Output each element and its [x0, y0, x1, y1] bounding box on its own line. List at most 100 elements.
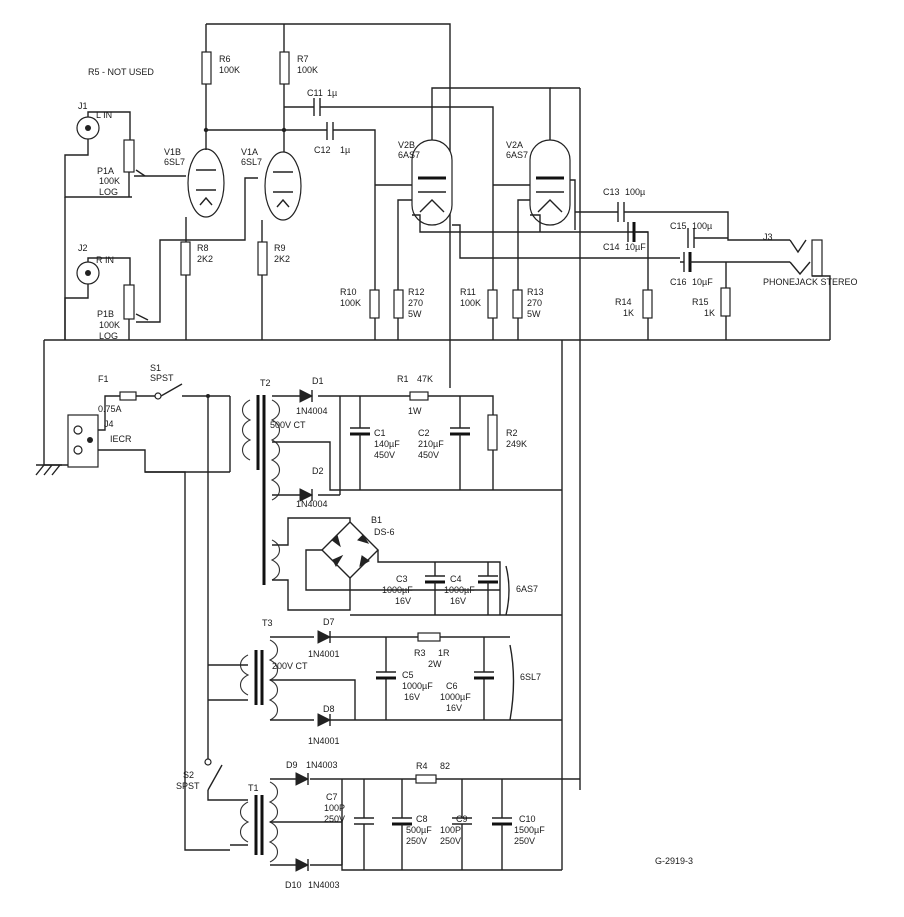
capacitor-c13: C13 100µ [603, 187, 645, 222]
c3-voltage: 16V [395, 596, 411, 606]
j2-ref: J2 [78, 243, 88, 253]
f1-rating: 0.75A [98, 404, 122, 414]
capacitor-c11: C11 1µ [307, 88, 337, 116]
p1b-value: 100K [99, 320, 120, 330]
j4-label: IECR [110, 434, 132, 444]
diode-d8: D8 1N4001 [308, 704, 340, 746]
d7-part: 1N4001 [308, 649, 340, 659]
c4-voltage: 16V [450, 596, 466, 606]
c6-ref: C6 [446, 681, 458, 691]
c12-value: 1µ [340, 145, 350, 155]
d8-ref: D8 [323, 704, 335, 714]
r12-ref: R12 [408, 287, 425, 297]
s2-type: SPST [176, 781, 200, 791]
resistor-r2: R2 249K [487, 414, 527, 451]
r1-value: 47K [417, 374, 433, 384]
capacitor-c12: C12 1µ [314, 122, 350, 155]
switch-s2: S2 SPST [176, 758, 223, 791]
r1-ref: R1 [397, 374, 409, 384]
v2b-ref: V2B [398, 140, 415, 150]
drawing-id: G-2919-3 [655, 856, 693, 866]
c11-ref: C11 [307, 88, 323, 98]
diode-d7: D7 1N4001 [308, 617, 340, 659]
pot-p1a: P1A 100K LOG [97, 139, 146, 197]
input-jack-j1: J1 L IN [76, 101, 131, 140]
c8-ref: C8 [416, 814, 428, 824]
transformer-t2: T2 500V CT [241, 378, 306, 585]
v1b-ref: V1B [164, 147, 181, 157]
d1-part: 1N4004 [296, 406, 328, 416]
c4-ref: C4 [450, 574, 462, 584]
d7-ref: D7 [323, 617, 335, 627]
c6-voltage: 16V [446, 703, 462, 713]
c7-voltage: 250V [324, 814, 345, 824]
f1-ref: F1 [98, 374, 109, 384]
s1-type: SPST [150, 373, 174, 383]
r10-ref: R10 [340, 287, 357, 297]
r11-value: 100K [460, 298, 481, 308]
tube-v1b: V1B 6SL7 [164, 147, 225, 218]
resistor-r15: R15 1K [692, 287, 731, 318]
v1a-ref: V1A [241, 147, 258, 157]
heater-label-6sl7: 6SL7 [520, 672, 541, 682]
d8-part: 1N4001 [308, 736, 340, 746]
input-jack-j2: J2 R IN [76, 243, 131, 285]
r15-value: 1K [704, 308, 715, 318]
r6-ref: R6 [219, 54, 231, 64]
c13-value: 100µ [625, 187, 645, 197]
j2-label: R IN [96, 255, 114, 265]
j3-ref: J3 [763, 232, 773, 242]
capacitor-c3: C3 1000µF 16V [382, 562, 445, 615]
r12-value: 270 [408, 298, 423, 308]
resistor-r13: R13 270 5W [512, 287, 544, 319]
r3-ref: R3 [414, 648, 426, 658]
r7-value: 100K [297, 65, 318, 75]
tube-v2a: V2A 6AS7 [506, 139, 571, 226]
c8-value: 500µF [406, 825, 432, 835]
t2-secondary: 500V CT [270, 420, 306, 430]
d2-part: 1N4004 [296, 499, 328, 509]
c14-ref: C14 [603, 242, 620, 252]
c2-ref: C2 [418, 428, 430, 438]
capacitor-c10: C10 1500µF 250V [492, 779, 545, 870]
r13-ref: R13 [527, 287, 544, 297]
j1-label: L IN [96, 110, 112, 120]
c13-ref: C13 [603, 187, 620, 197]
c5-voltage: 16V [404, 692, 420, 702]
v1b-type: 6SL7 [164, 157, 185, 167]
note-r5-not-used: R5 - NOT USED [88, 67, 154, 77]
c6-value: 1000µF [440, 692, 471, 702]
r12-power: 5W [408, 309, 422, 319]
capacitor-c9: C9 100P 250V [440, 779, 472, 870]
diode-d9: D9 1N4003 [286, 760, 338, 786]
t3-secondary: 200V CT [272, 661, 308, 671]
c1-value: 140µF [374, 439, 400, 449]
c10-value: 1500µF [514, 825, 545, 835]
pot-p1b: P1B 100K LOG [97, 284, 149, 341]
c10-ref: C10 [519, 814, 536, 824]
c8-voltage: 250V [406, 836, 427, 846]
transformer-t3: T3 200V CT [239, 618, 308, 721]
c9-value: 100P [440, 825, 461, 835]
capacitor-c7: C7 100P 250V [324, 779, 374, 870]
c9-voltage: 250V [440, 836, 461, 846]
r8-value: 2K2 [197, 254, 213, 264]
r14-value: 1K [623, 308, 634, 318]
j3-label: PHONEJACK STEREO [763, 277, 858, 287]
c5-value: 1000µF [402, 681, 433, 691]
resistor-r4: R4 82 [415, 761, 450, 784]
capacitor-c1: C1 140µF 450V [350, 396, 400, 490]
r9-value: 2K2 [274, 254, 290, 264]
c12-ref: C12 [314, 145, 331, 155]
capacitor-c8: C8 500µF 250V [392, 779, 432, 870]
r15-ref: R15 [692, 297, 709, 307]
b1-ref: B1 [371, 515, 382, 525]
d10-ref: D10 [285, 880, 302, 890]
t3-ref: T3 [262, 618, 273, 628]
capacitor-c16: C16 10µF [670, 252, 713, 287]
d1-ref: D1 [312, 376, 324, 386]
v2a-ref: V2A [506, 140, 523, 150]
c4-value: 1000µF [444, 585, 475, 595]
r3-value: 1R [438, 648, 450, 658]
r4-value: 82 [440, 761, 450, 771]
